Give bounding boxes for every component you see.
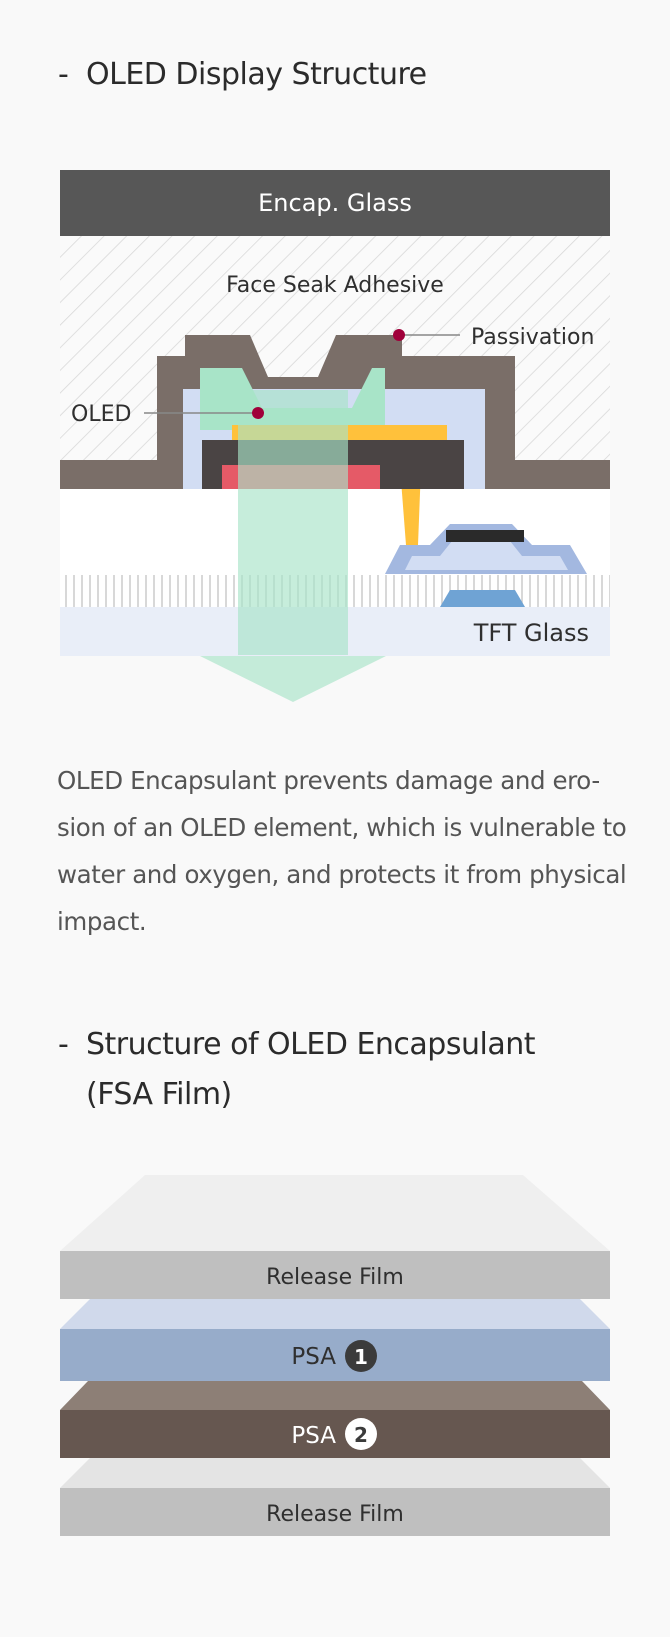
encap-glass-label: Encap. Glass — [258, 189, 412, 217]
psa2-top-face — [60, 1381, 610, 1410]
release-film-top-label: Release Film — [266, 1265, 404, 1290]
psa1-badge-number: 1 — [354, 1345, 368, 1369]
passivation-callout-dot — [393, 329, 405, 341]
encap-glass-layer — [60, 170, 610, 236]
section-title-fsa-film: -Structure of OLED Encapsulant (FSA Film… — [58, 1020, 536, 1120]
face-seal-adhesive-label: Face Seak Adhesive — [226, 273, 444, 298]
psa1-top-face — [60, 1299, 610, 1329]
release-film-bottom-layer — [60, 1488, 610, 1536]
release-film-top-face — [60, 1175, 610, 1251]
title-text-line1: Structure of OLED Encapsulant — [86, 1027, 536, 1062]
passivation-label: Passivation — [471, 325, 594, 350]
psa2-label: PSA — [291, 1423, 336, 1449]
oled-callout-dot — [252, 407, 264, 419]
title-dash: - — [58, 1027, 69, 1062]
title-text: OLED Display Structure — [86, 57, 427, 92]
oled-label: OLED — [71, 402, 131, 427]
title-dash: - — [58, 57, 69, 92]
psa2-badge-number: 2 — [354, 1423, 368, 1447]
tft-gate-dark — [446, 530, 524, 542]
tft-gate-blue — [440, 590, 525, 607]
title-text-line2: (FSA Film) — [86, 1077, 232, 1112]
oled-structure-diagram: Encap. Glass TFT Glass Face Seak Adhesiv… — [60, 170, 610, 702]
light-arrow — [200, 656, 386, 702]
psa1-badge — [345, 1340, 377, 1372]
release-film-bottom-label: Release Film — [266, 1502, 404, 1527]
psa1-layer — [60, 1329, 610, 1381]
psa2-layer — [60, 1410, 610, 1458]
release-film-top-layer — [60, 1251, 610, 1299]
tft-glass-label: TFT Glass — [473, 619, 589, 647]
psa2-badge — [345, 1418, 377, 1450]
release-film-bottom-top-face — [60, 1458, 610, 1488]
description-text: OLED Encapsulant prevents damage and ero… — [57, 766, 627, 936]
light-beam — [238, 390, 348, 655]
psa1-label: PSA — [291, 1344, 336, 1370]
section-title-oled-display-structure: -OLED Display Structure — [58, 50, 427, 100]
